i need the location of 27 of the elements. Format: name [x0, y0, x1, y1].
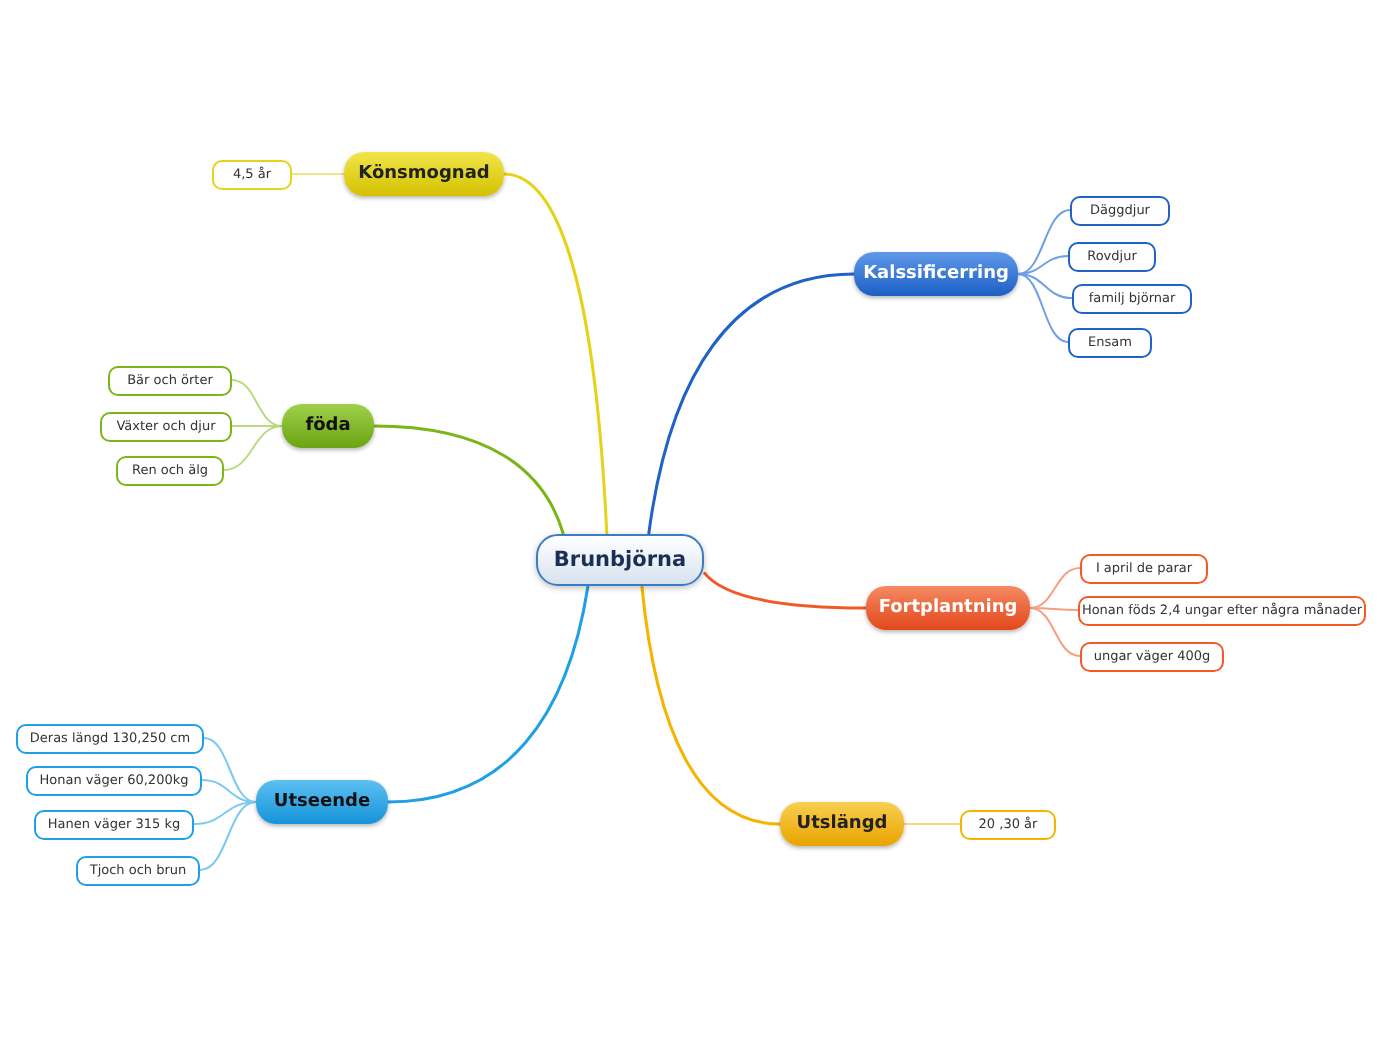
- branch-line: [702, 571, 867, 610]
- branch-line: [231, 425, 283, 427]
- main-topic: Utseende: [256, 780, 388, 824]
- branch-line: [223, 425, 283, 471]
- branch-line: [291, 173, 345, 175]
- branch-line: [373, 424, 565, 535]
- main-topic: Könsmognad: [344, 152, 504, 196]
- branch-line: [1017, 273, 1069, 343]
- central-topic: Brunbjörna: [536, 534, 704, 586]
- branch-line: [1017, 273, 1073, 299]
- branch-line: [647, 272, 855, 535]
- branch-line: [387, 585, 590, 804]
- branch-line: [203, 737, 257, 803]
- main-topic: Kalssificerring: [854, 252, 1018, 296]
- main-topic: Utslängd: [780, 802, 904, 846]
- branch-line: [1017, 209, 1071, 275]
- main-topic: föda: [282, 404, 374, 448]
- branch-line: [1029, 567, 1081, 609]
- main-topic: Fortplantning: [866, 586, 1030, 630]
- branch-line: [503, 172, 609, 535]
- branch-line: [193, 801, 257, 825]
- branch-line: [903, 823, 961, 825]
- branch-line: [199, 801, 257, 871]
- branch-line: [1029, 607, 1081, 657]
- branch-line: [640, 585, 781, 826]
- branch-line: [231, 379, 283, 427]
- branch-line: [1029, 607, 1079, 611]
